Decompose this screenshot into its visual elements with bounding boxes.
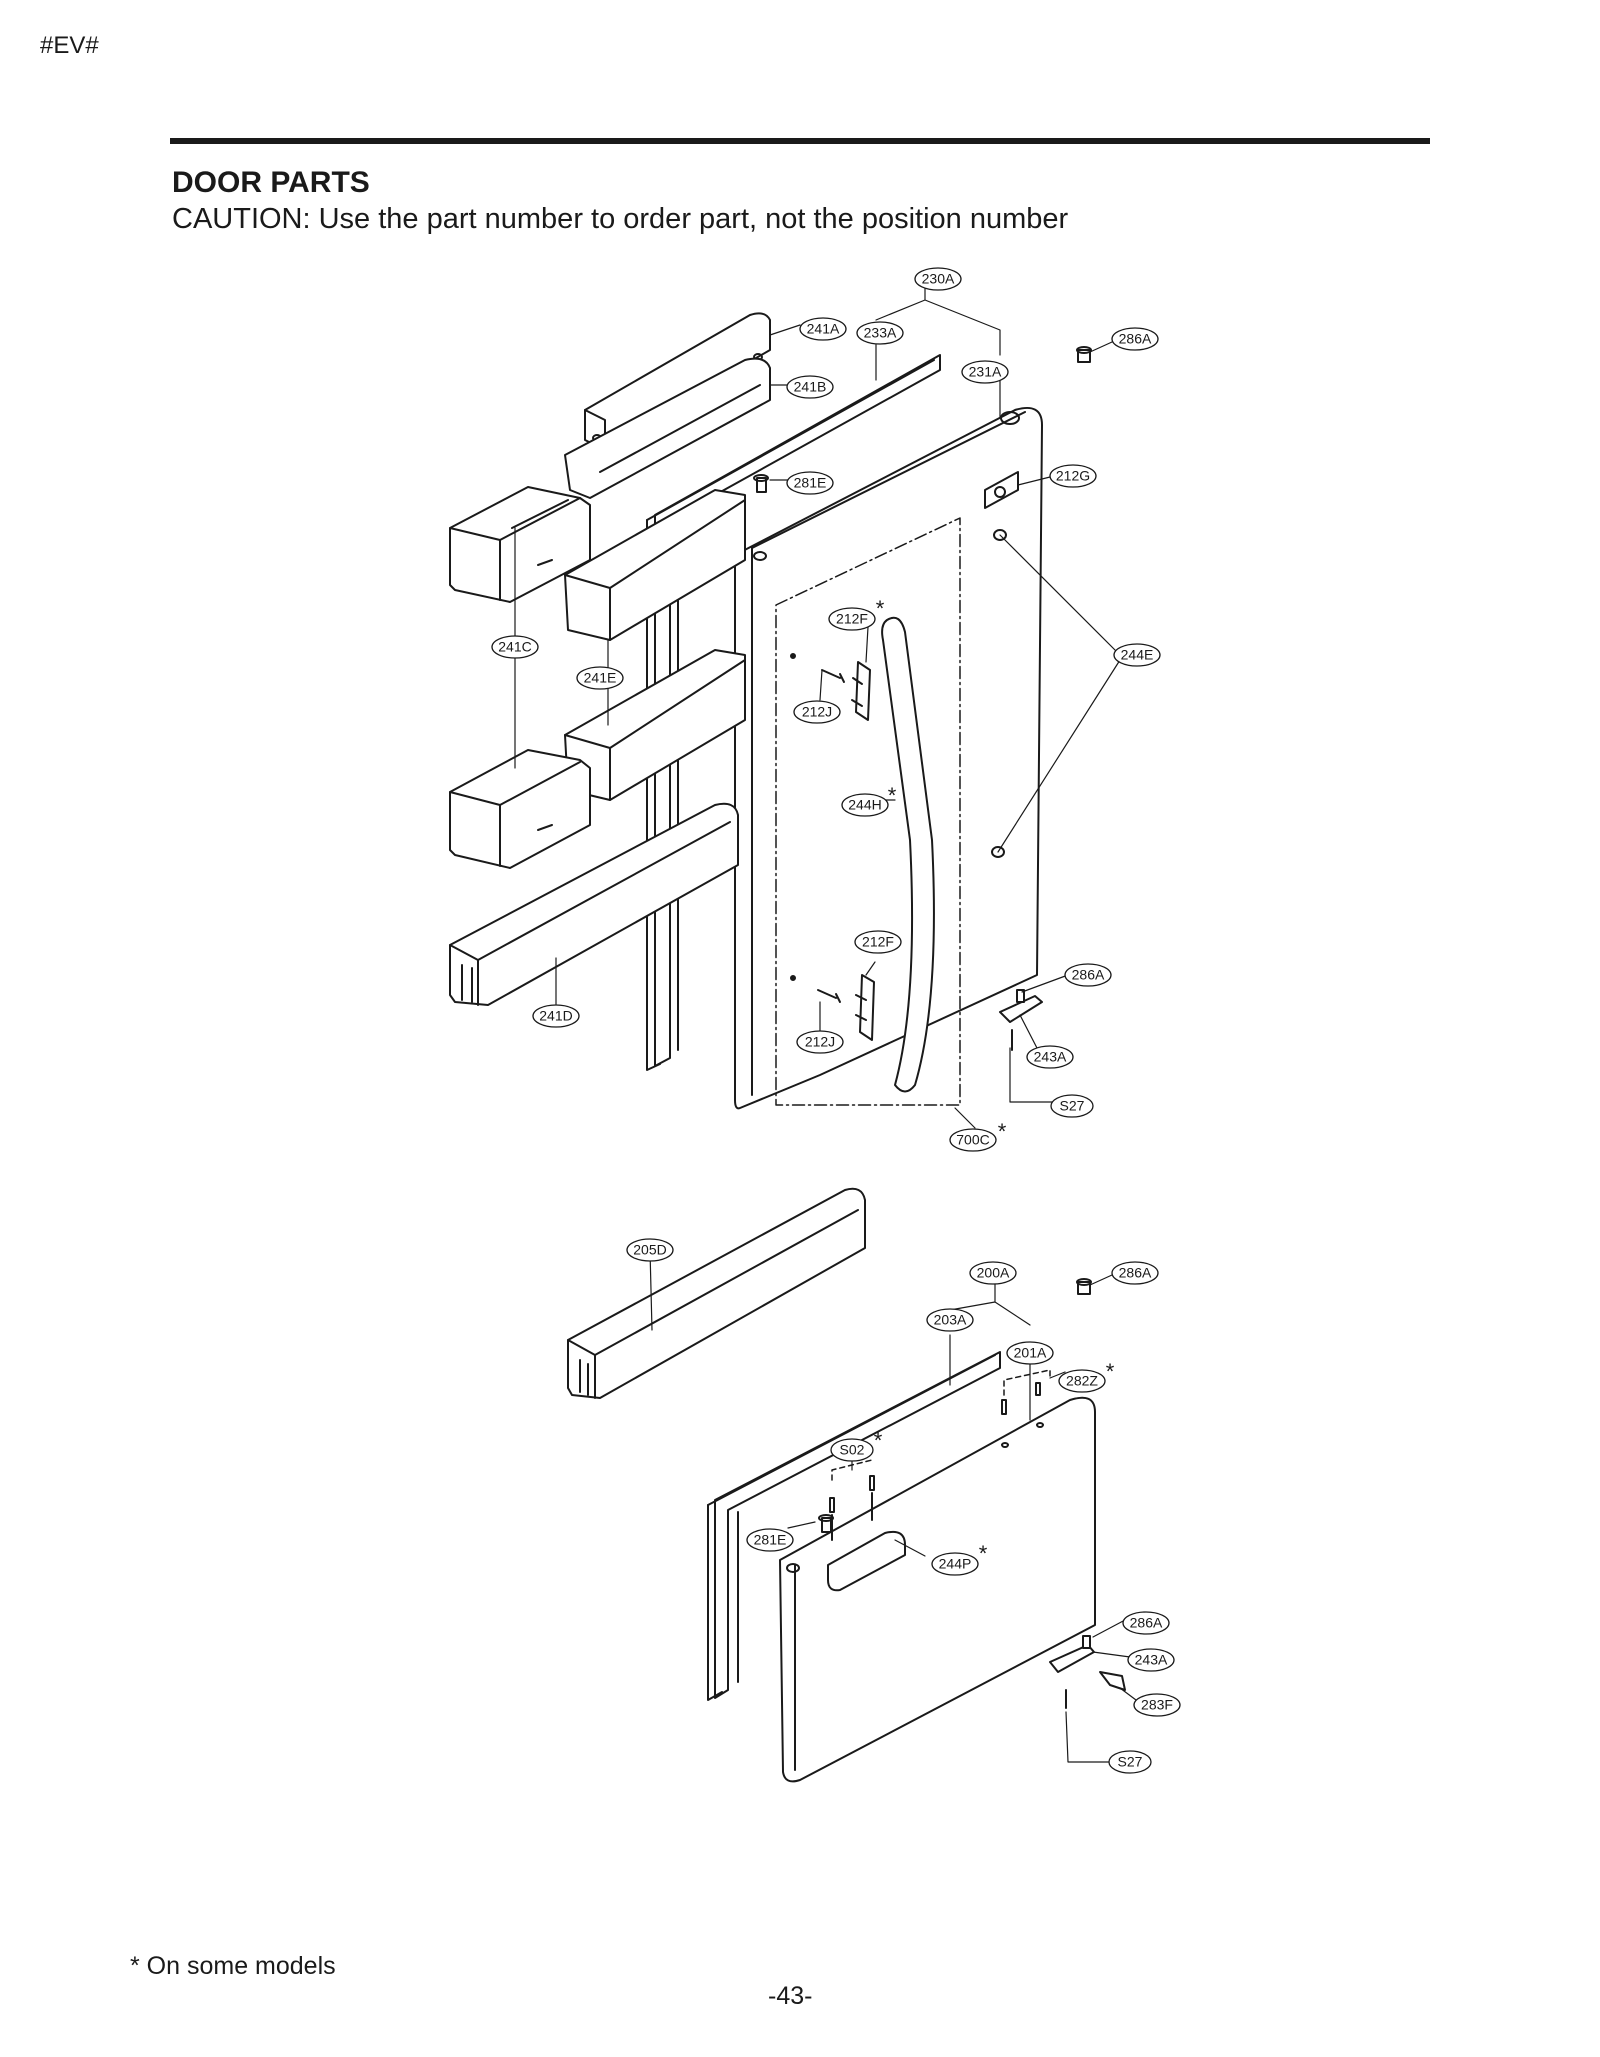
- callout-212j-1: 212J: [802, 704, 832, 720]
- callout-286a-4: 286A: [1130, 1615, 1163, 1631]
- bin-241c-lower: [449, 749, 591, 869]
- bin-241e-upper: [564, 489, 746, 641]
- lower-handle-244p: [827, 1530, 906, 1592]
- handle-bracket-lower: [855, 974, 875, 1041]
- callout-231a: 231A: [969, 364, 1002, 380]
- callout-241a: 241A: [807, 321, 840, 337]
- hinge-243a-upper: [999, 989, 1043, 1051]
- callout-700c: 700C: [956, 1132, 989, 1148]
- hinge-243a-lower: [1049, 1635, 1126, 1709]
- callout-212j-2: 212J: [805, 1034, 835, 1050]
- pin-281e-lower: [818, 1514, 834, 1533]
- upper-handle: [881, 616, 935, 1093]
- callout-243a-2: 243A: [1135, 1652, 1168, 1668]
- callout-205d: 205D: [633, 1242, 666, 1258]
- callout-200a: 200A: [977, 1265, 1010, 1281]
- callout-212f-2: 212F: [862, 934, 894, 950]
- upper-door-shell: [734, 406, 1043, 1110]
- pin-281e-upper: [753, 474, 769, 493]
- callout-241c: 241C: [498, 639, 531, 655]
- page-number: -43-: [768, 1982, 813, 2010]
- callout-281e-1: 281E: [794, 475, 827, 491]
- pin-282z: [1001, 1382, 1041, 1415]
- document-code: #EV#: [40, 32, 99, 59]
- callout-281e-2: 281E: [754, 1532, 787, 1548]
- callout-212g: 212G: [1056, 468, 1090, 484]
- callout-243a-1: 243A: [1034, 1049, 1067, 1065]
- header-rule: [170, 138, 1430, 144]
- callout-283f: 283F: [1141, 1697, 1173, 1713]
- screw-212j-lower: [817, 989, 841, 1003]
- callout-286a-3: 286A: [1119, 1265, 1152, 1281]
- callout-282z: 282Z: [1066, 1373, 1098, 1389]
- callout-286a-1: 286A: [1119, 331, 1152, 347]
- asterisk-700c: *: [998, 1119, 1007, 1144]
- cap-286a-top: [1076, 346, 1092, 363]
- leader-lines: [514, 279, 1141, 1763]
- callout-241e: 241E: [584, 670, 617, 686]
- callout-230a: 230A: [922, 271, 955, 287]
- asterisk-244p: *: [979, 1541, 988, 1566]
- callout-233a: 233A: [864, 325, 897, 341]
- callout-s27-2: S27: [1118, 1754, 1143, 1770]
- callout-s27-1: S27: [1060, 1098, 1085, 1114]
- lower-door-shell: [779, 1396, 1096, 1783]
- bin-241c-upper: [449, 486, 591, 603]
- asterisk-244h: *: [888, 783, 897, 808]
- callout-203a: 203A: [934, 1312, 967, 1328]
- callout-241d: 241D: [539, 1008, 572, 1024]
- page-title: DOOR PARTS: [172, 166, 370, 199]
- callout-241b: 241B: [794, 379, 827, 395]
- callout-201a: 201A: [1014, 1345, 1047, 1361]
- callout-244h: 244H: [848, 797, 881, 813]
- callout-s02: S02: [840, 1442, 865, 1458]
- lower-gasket: [707, 1351, 1001, 1701]
- bin-241b: [564, 357, 771, 499]
- cap-286a-lower-top: [1076, 1278, 1092, 1295]
- callout-286a-2: 286A: [1072, 967, 1105, 983]
- asterisk-s02: *: [874, 1428, 883, 1453]
- screw-212j-upper: [821, 669, 845, 683]
- handle-bracket-upper: [851, 661, 871, 721]
- footnote: * On some models: [130, 1952, 336, 1980]
- asterisk-282z: *: [1106, 1359, 1115, 1384]
- bin-205d: [567, 1187, 866, 1399]
- callout-244p: 244P: [939, 1556, 972, 1572]
- callout-212f-1: 212F: [836, 611, 868, 627]
- callout-ovals: [491, 267, 1181, 1774]
- dashed-outline-700c: [775, 517, 961, 1106]
- screw-s02-right: [869, 1475, 875, 1521]
- bin-241d: [449, 802, 739, 1006]
- asterisk-212f: *: [876, 596, 885, 621]
- callout-244e: 244E: [1121, 647, 1154, 663]
- caution-note: CAUTION: Use the part number to order pa…: [172, 203, 1069, 235]
